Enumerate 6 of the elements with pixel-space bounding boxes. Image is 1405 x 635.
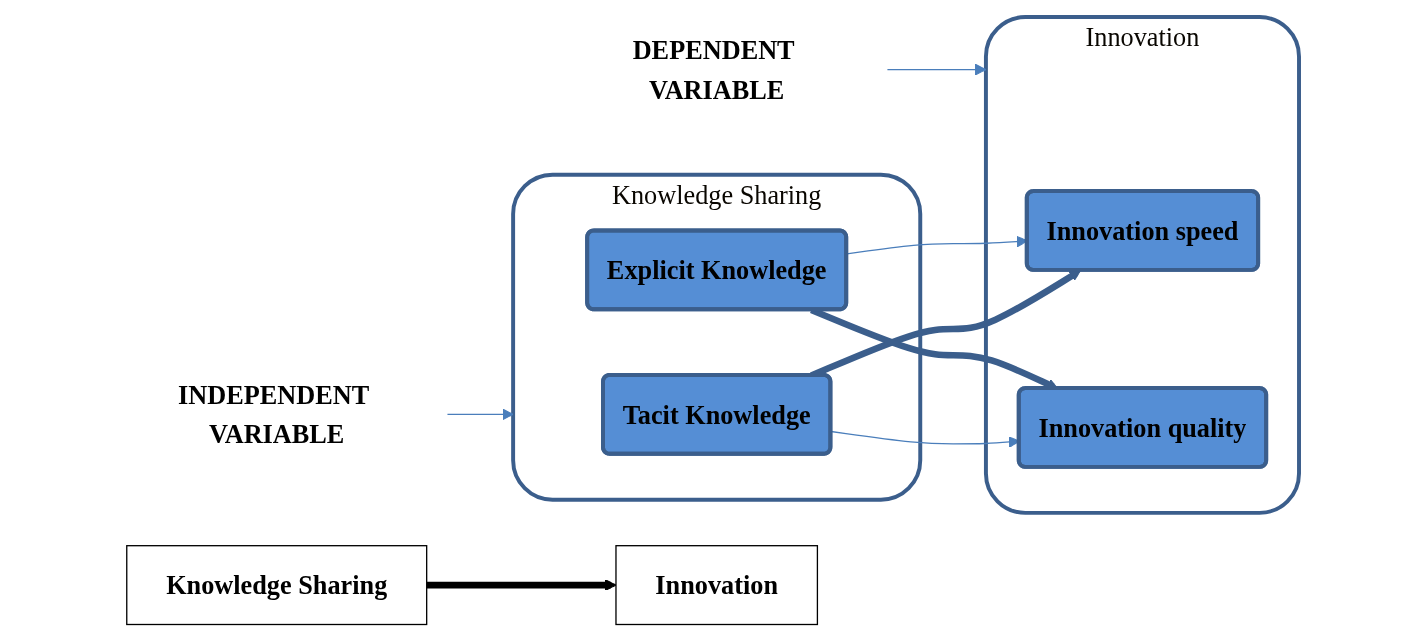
arrow xyxy=(886,63,987,76)
node-text: INDEPENDENT VARIABLE xyxy=(178,380,369,449)
node-text: DEPENDENT VARIABLE xyxy=(632,35,795,104)
node-box: Knowledge Sharing xyxy=(126,545,428,626)
node-box: Innovation xyxy=(615,545,819,626)
arrow xyxy=(446,408,514,421)
